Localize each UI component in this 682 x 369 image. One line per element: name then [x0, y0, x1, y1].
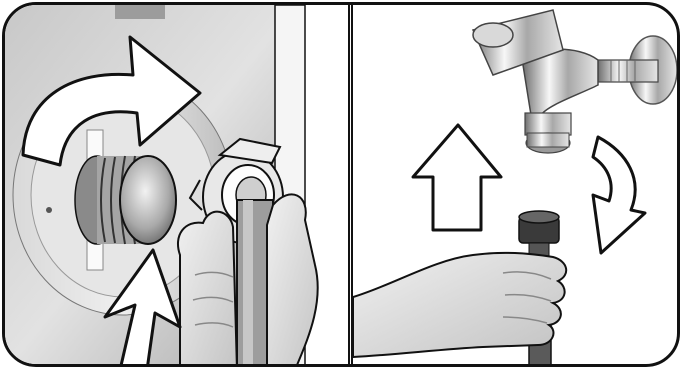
water-tap [473, 10, 658, 153]
rotate-arrow [593, 137, 645, 253]
right-panel-drawing [353, 5, 677, 364]
panel-right-connect-to-tap [353, 5, 677, 364]
left-panel-drawing [5, 5, 348, 364]
up-arrow [413, 125, 501, 230]
panel-left-connect-to-machine [5, 5, 348, 364]
machine-inlet-fitting [75, 156, 176, 244]
hand-right [353, 253, 566, 357]
